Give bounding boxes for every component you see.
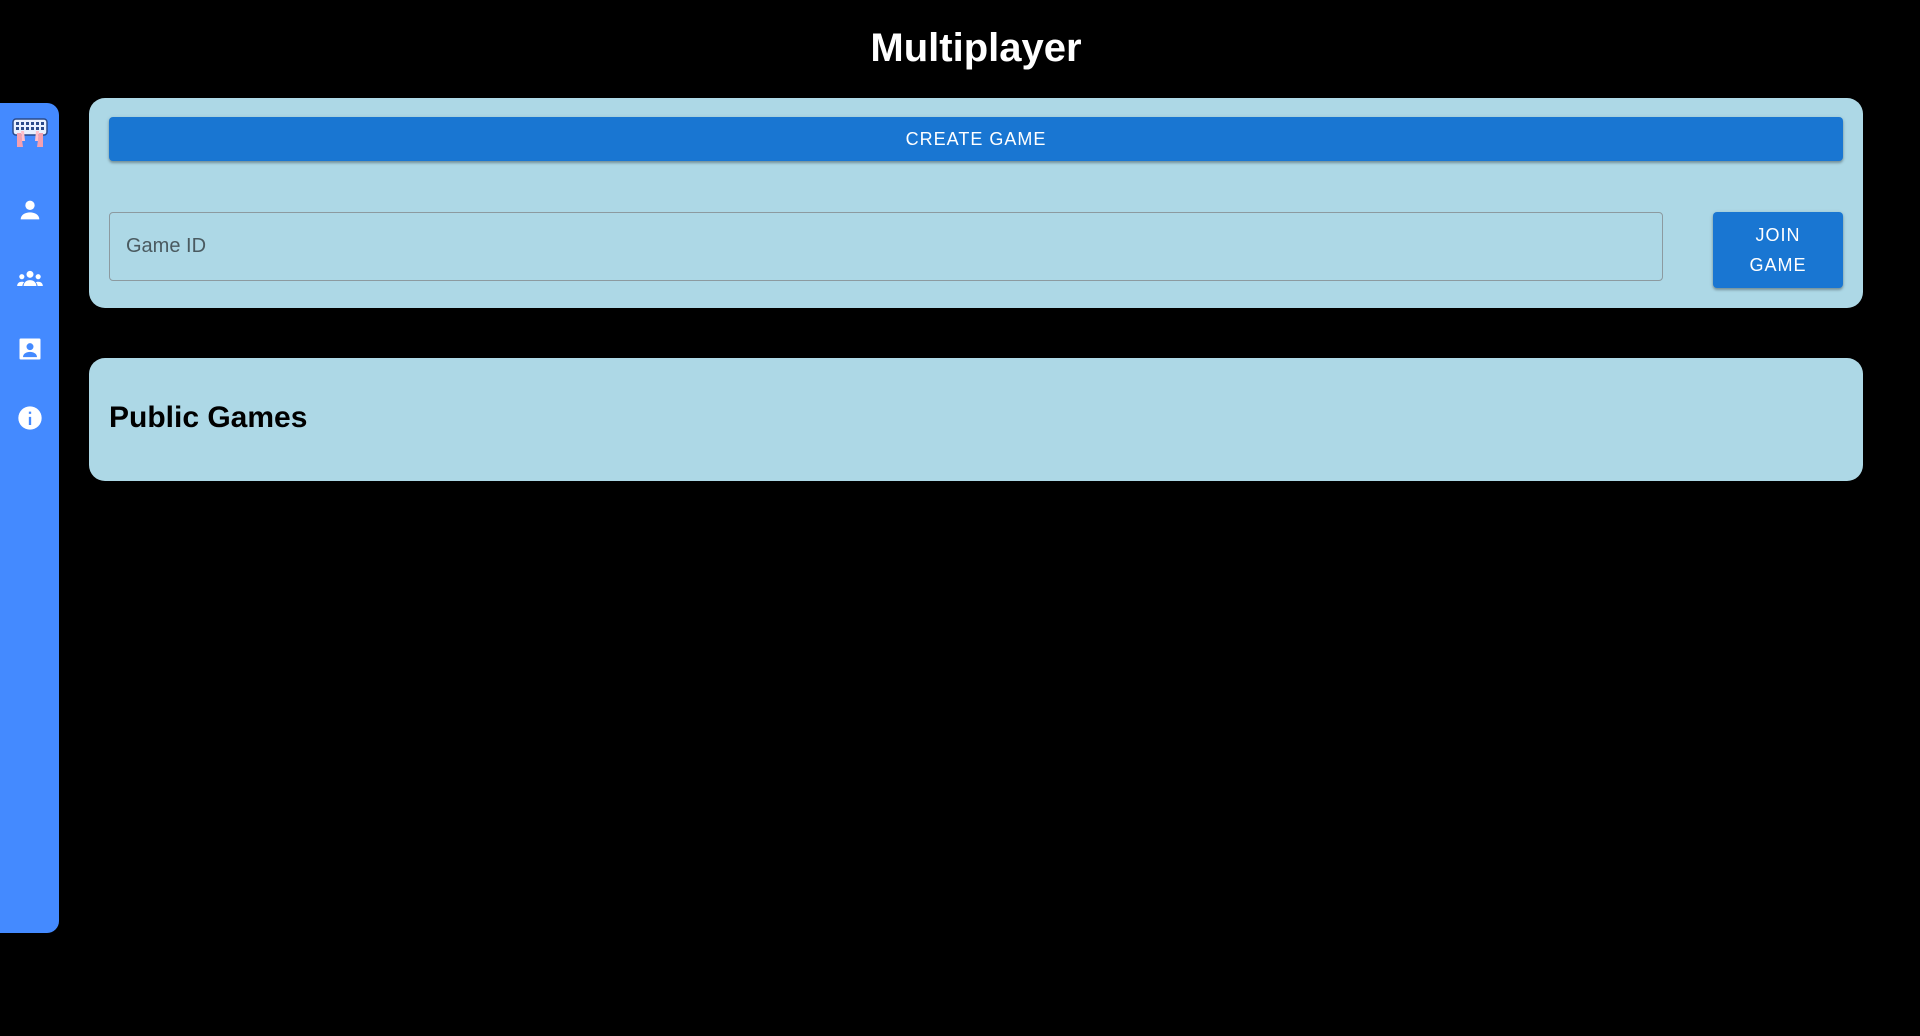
- public-games-title: Public Games: [109, 401, 308, 434]
- sidebar-item-info[interactable]: [14, 402, 46, 434]
- sidebar-item-multiplayer[interactable]: [14, 263, 46, 295]
- sidebar-item-profile[interactable]: [14, 194, 46, 226]
- person-icon: [20, 200, 40, 220]
- game-actions-card: CREATE GAME JOIN GAME: [89, 98, 1863, 308]
- contact-card-icon: [19, 338, 41, 360]
- page-title: Multiplayer: [870, 26, 1082, 70]
- public-games-card: Public Games: [89, 358, 1863, 481]
- game-id-input[interactable]: [109, 212, 1663, 281]
- keyboard-logo-icon[interactable]: [12, 117, 48, 151]
- sidebar: [0, 103, 59, 933]
- info-icon: [18, 406, 42, 430]
- sidebar-item-contacts[interactable]: [14, 333, 46, 365]
- group-icon: [17, 270, 43, 286]
- create-game-button[interactable]: CREATE GAME: [109, 117, 1843, 161]
- join-game-button[interactable]: JOIN GAME: [1713, 212, 1843, 288]
